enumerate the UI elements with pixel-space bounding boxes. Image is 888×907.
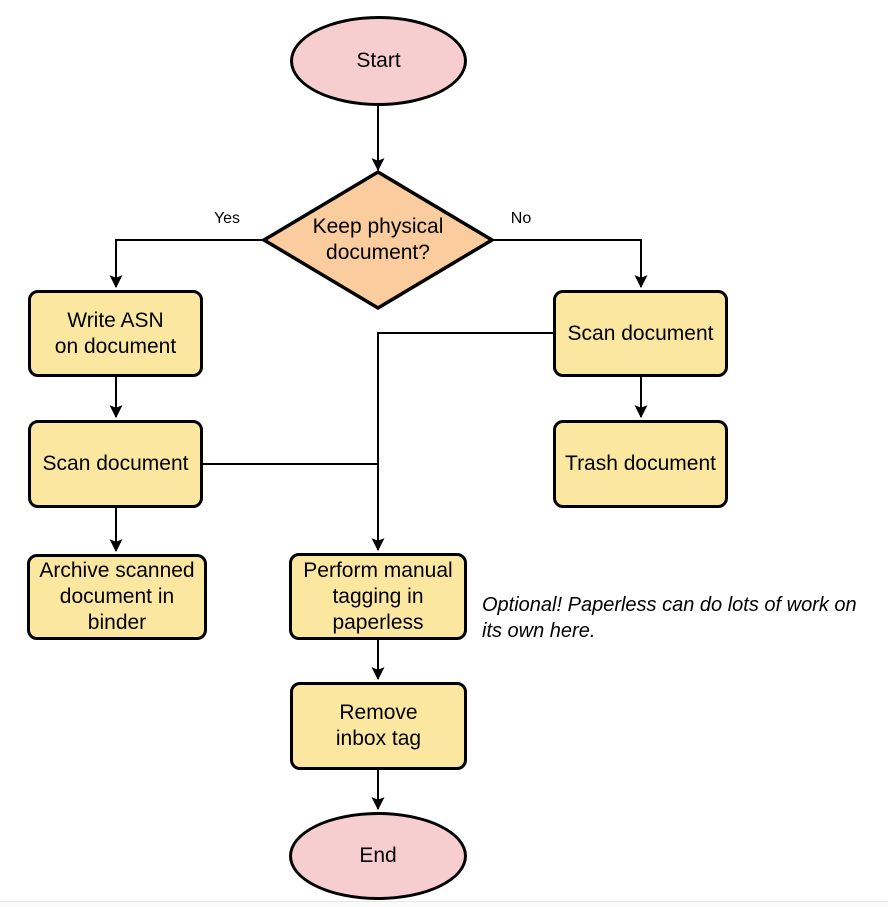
edge-label-no: No (510, 210, 532, 227)
node-end: End (289, 812, 467, 900)
node-start: Start (290, 16, 467, 106)
page-divider (0, 901, 888, 907)
node-trash-document: Trash document (553, 420, 728, 508)
node-scan-document-left: Scan document (28, 420, 203, 508)
node-decision-shape (260, 169, 496, 311)
edge-label-yes: Yes (213, 210, 241, 227)
node-write-asn: Write ASN on document (28, 290, 203, 377)
note-optional: Optional! Paperless can do lots of work … (482, 594, 857, 642)
edge-decision-yes (109, 239, 264, 289)
node-archive-binder: Archive scanned document in binder (27, 554, 207, 640)
edge-scanright-to-tagging (371, 332, 553, 552)
node-manual-tagging: Perform manual tagging in paperless (289, 553, 467, 640)
edge-decision-no (492, 239, 648, 289)
node-decision-keep-physical: Keep physical document? (312, 215, 444, 264)
node-remove-inbox-tag: Remove inbox tag (290, 682, 467, 770)
node-scan-document-right: Scan document (553, 290, 728, 377)
